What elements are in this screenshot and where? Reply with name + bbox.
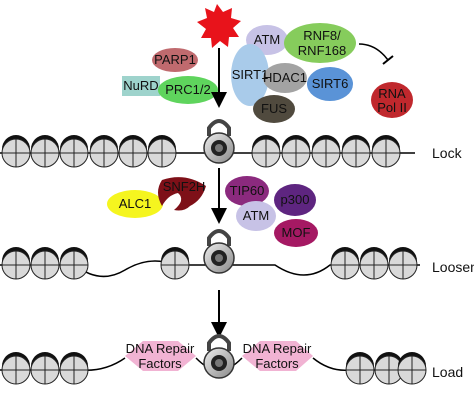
row-label-lock: Lock [432, 145, 462, 161]
p300-protein [274, 184, 316, 216]
mof-label: MOF [281, 225, 311, 240]
alc1-protein [107, 190, 163, 218]
nucleosome [281, 135, 311, 168]
parp1-protein [152, 48, 198, 72]
nucleosome [397, 352, 427, 385]
tip60-label: TIP60 [229, 183, 265, 198]
repair-factor-right [242, 341, 313, 371]
nucleosome [30, 135, 60, 168]
parp1-label: PARP1 [154, 52, 196, 67]
nucleosome [330, 247, 360, 280]
nucleosome [30, 352, 60, 385]
fus-protein [253, 95, 295, 123]
nucleosome [388, 247, 418, 280]
inhibition-arrow [358, 43, 389, 61]
nucleosome [1, 247, 31, 280]
nucleosome [59, 247, 89, 280]
rnf-protein [284, 23, 356, 63]
repair-factor-left [125, 341, 196, 371]
tip60-protein [225, 176, 269, 206]
chromatin-rows [0, 135, 427, 385]
padlocks [203, 119, 235, 379]
repair-right-label-1: DNA Repair [242, 341, 312, 356]
prc-protein [158, 76, 218, 104]
row-label-load: Load [432, 364, 464, 380]
rnf-label-1: RNF8/ [303, 28, 341, 43]
nucleosome [341, 135, 371, 168]
nucleosome [59, 135, 89, 168]
atm-top-label: ATM [253, 32, 281, 47]
hdac1-protein [263, 63, 307, 93]
atm-mid-label: ATM [242, 208, 270, 223]
nucleosome [30, 247, 60, 280]
dna-strand-loosen [0, 260, 420, 278]
padlock-icon [203, 334, 235, 379]
nucleosome [118, 135, 148, 168]
nucleosome [345, 352, 375, 385]
mof-protein [274, 219, 318, 247]
nurd-protein [122, 76, 160, 96]
nucleosome [1, 352, 31, 385]
rna-pol-protein [371, 82, 413, 118]
padlock-icon [203, 229, 235, 274]
sirt6-label: SIRT6 [311, 76, 349, 91]
rnf-label-2: RNF168 [297, 43, 347, 58]
repair-left-label-1: DNA Repair [125, 341, 195, 356]
prc-label: PRC1/2 [165, 82, 211, 97]
nucleosome [147, 135, 177, 168]
rna-label-2: Pol II [377, 100, 407, 115]
nucleosome [251, 135, 281, 168]
sirt6-protein [307, 67, 353, 101]
fus-label: FUS [261, 101, 287, 116]
nurd-label: NuRD [123, 78, 159, 93]
nucleosome [1, 135, 31, 168]
nucleosome [371, 135, 401, 168]
hdac1-label: HDAC1 [262, 70, 308, 85]
snf2h-protein [158, 177, 206, 211]
nucleosome [59, 352, 89, 385]
repair-left-label-2: Factors [138, 356, 182, 371]
dna-damage-burst [197, 4, 241, 48]
snf2h-label: SNF2H [162, 179, 206, 194]
p300-label: p300 [280, 192, 310, 207]
repair-right-label-2: Factors [255, 356, 299, 371]
row-label-loosen: Loosen [432, 259, 474, 275]
nucleosome [311, 135, 341, 168]
nucleosome [89, 135, 119, 168]
sirt1-label: SIRT1 [231, 67, 269, 82]
inhibition-bar [382, 55, 394, 65]
alc1-label: ALC1 [118, 196, 152, 211]
nucleosome [160, 247, 190, 280]
padlock-icon [203, 119, 235, 164]
nucleosome [359, 247, 389, 280]
rna-label-1: RNA [378, 86, 406, 101]
sirt1-protein [231, 44, 269, 106]
atm-protein-mid [236, 201, 276, 231]
